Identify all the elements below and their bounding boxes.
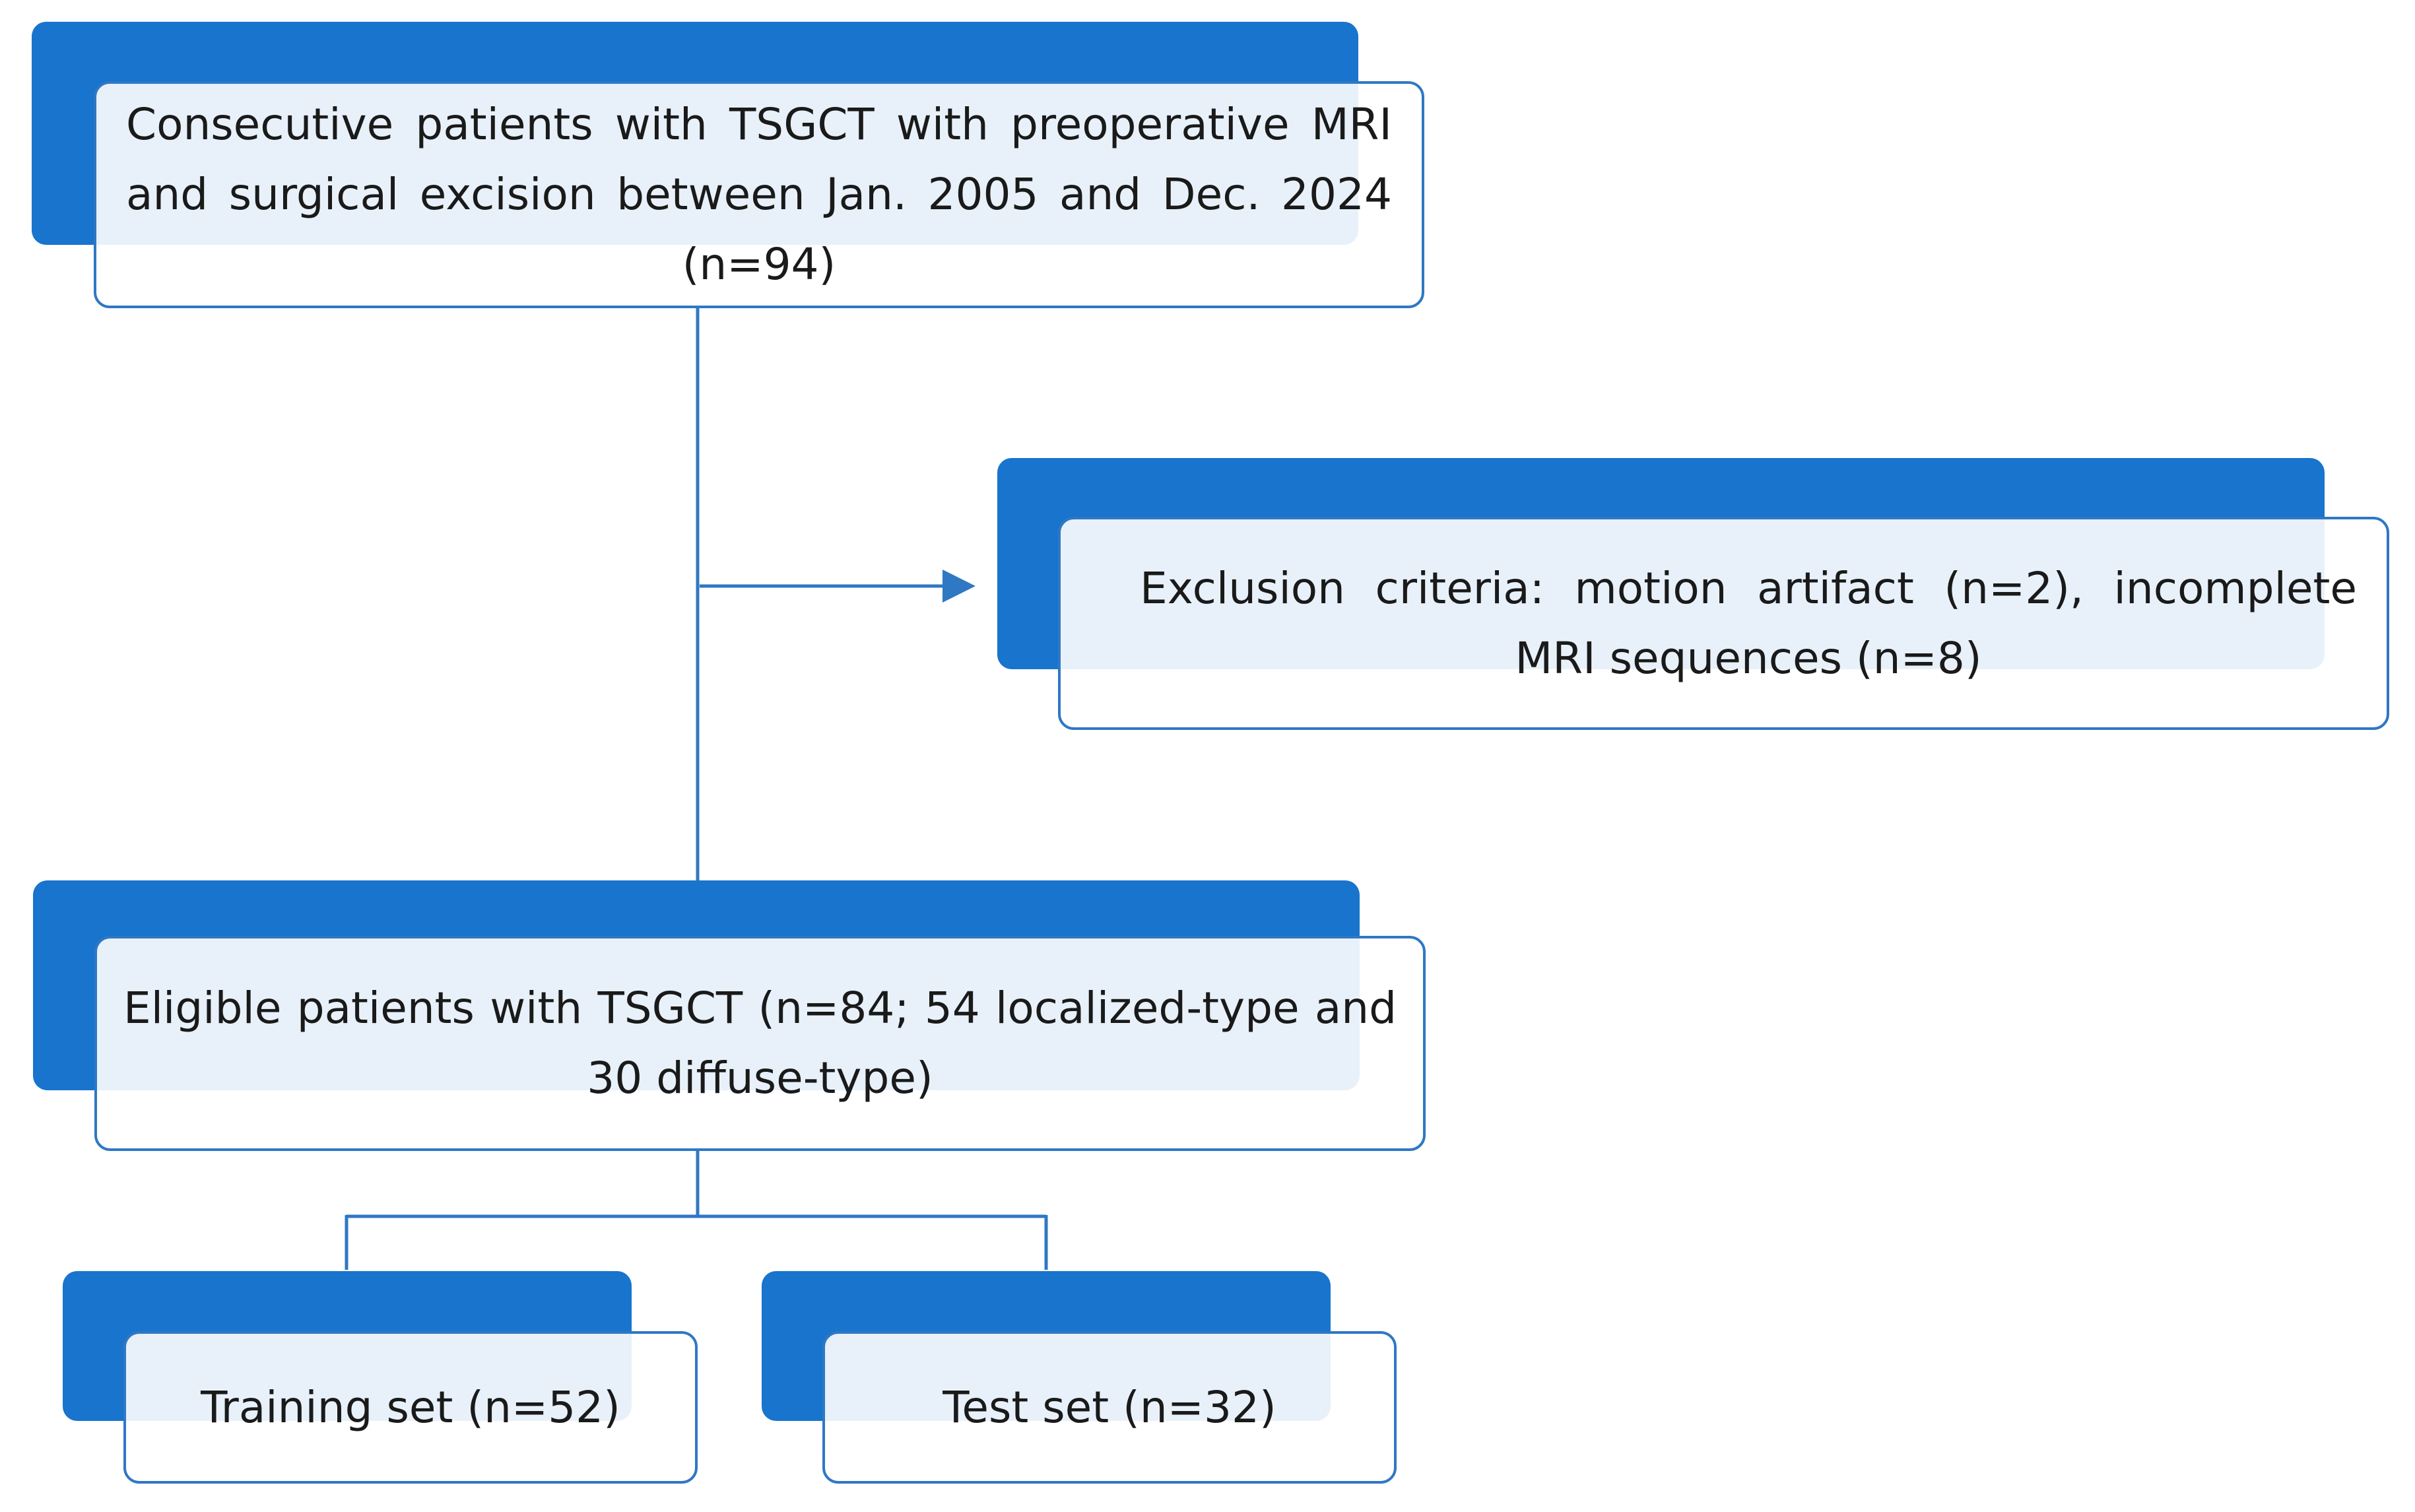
eligible-node-label: Eligible patients with TSGCT (n=84; 54 l…	[123, 983, 1397, 1103]
consecutive-node-label: Consecutive patients with TSGCT with pre…	[126, 99, 1392, 290]
consecutive-node: Consecutive patients with TSGCT with pre…	[94, 81, 1424, 308]
exclusion-node-label: Exclusion criteria: motion artifact (n=2…	[1140, 562, 2357, 684]
exclusion-node: Exclusion criteria: motion artifact (n=2…	[1058, 517, 2389, 730]
eligible-node: Eligible patients with TSGCT (n=84; 54 l…	[94, 936, 1426, 1151]
training-node-label: Training set (n=52)	[201, 1381, 620, 1433]
test-node-label: Test set (n=32)	[943, 1381, 1276, 1433]
training-node: Training set (n=52)	[123, 1331, 698, 1484]
test-node: Test set (n=32)	[822, 1331, 1397, 1484]
